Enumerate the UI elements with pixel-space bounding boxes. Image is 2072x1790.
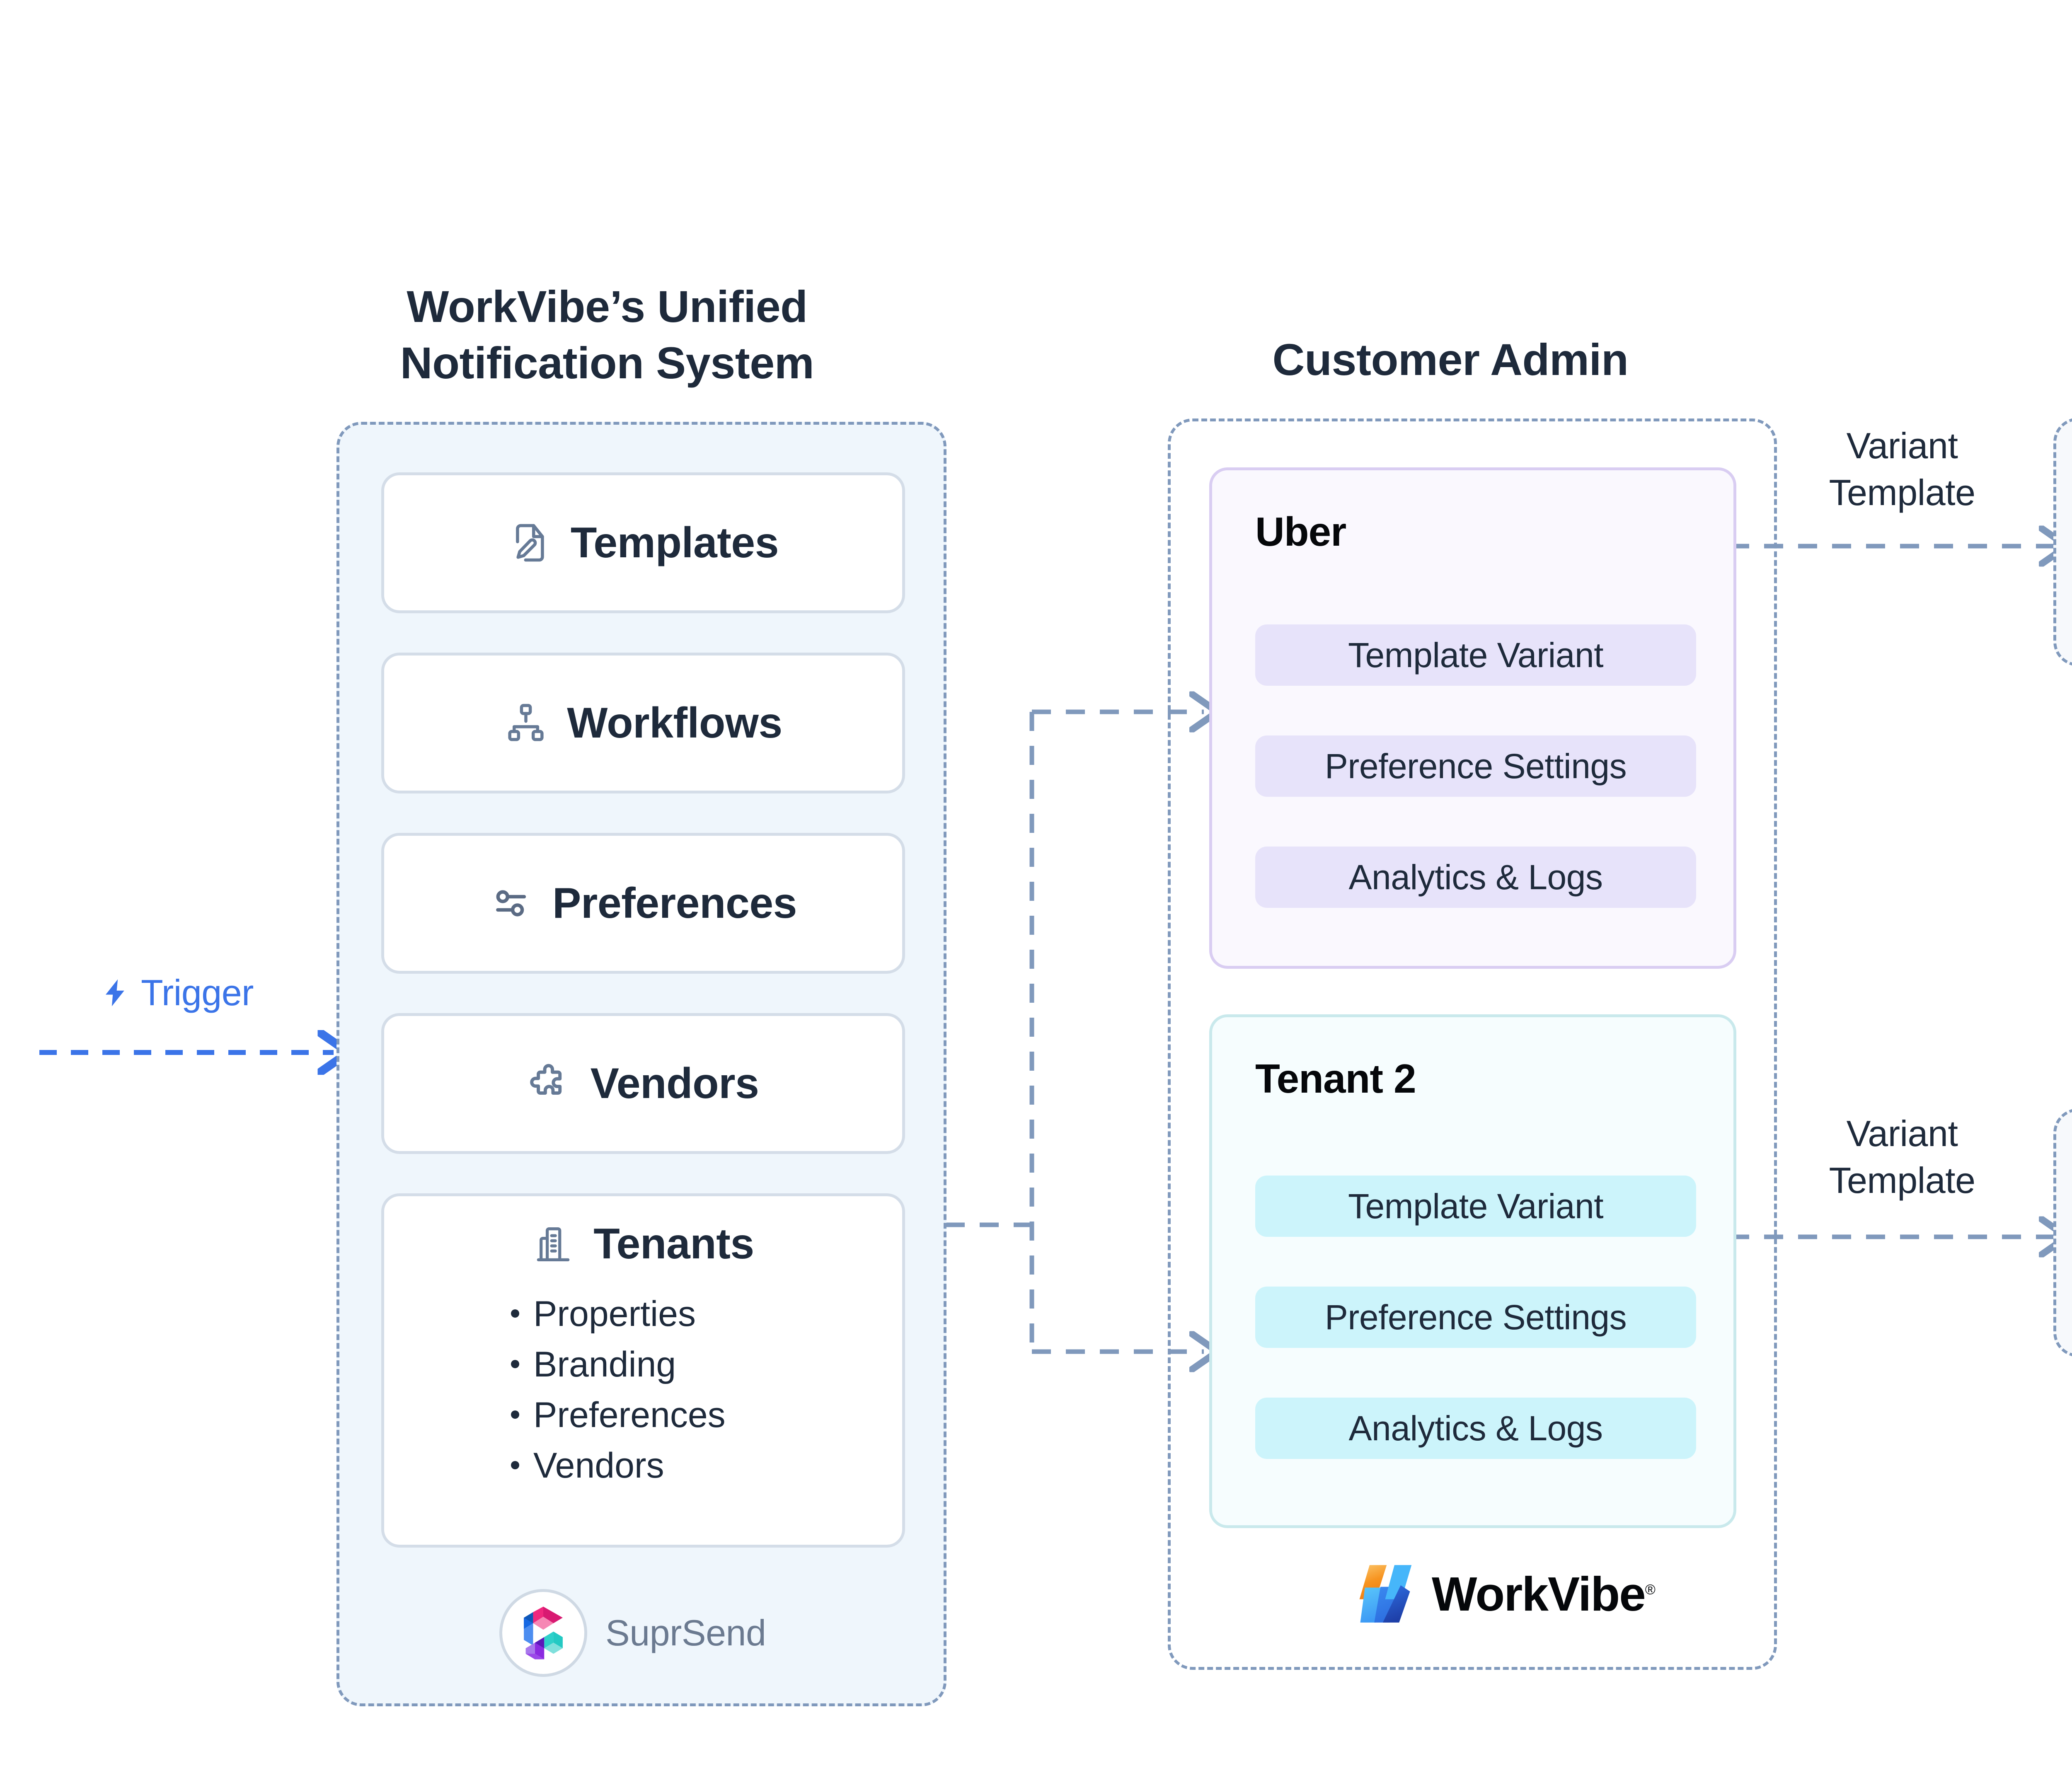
registered-trademark-icon: ® bbox=[1645, 1581, 1656, 1597]
feature-label: Workflows bbox=[567, 699, 782, 747]
tenant-chip-template-variant[interactable]: Template Variant bbox=[1255, 624, 1696, 686]
edge-label-variant-template-a: Variant Template bbox=[1778, 423, 2026, 516]
tenants-sublist: Properties Branding Preferences Vendors bbox=[511, 1289, 726, 1491]
admin-column-title: Customer Admin bbox=[1272, 334, 1629, 385]
workvibe-brand-label: WorkVibe® bbox=[1432, 1566, 1656, 1622]
tenants-sublist-item: Properties bbox=[511, 1289, 726, 1339]
tenants-sublist-item: Vendors bbox=[511, 1440, 726, 1491]
sitemap-icon bbox=[504, 701, 548, 745]
edge-label-line: Variant bbox=[1846, 425, 1958, 466]
feature-card-vendors[interactable]: Vendors bbox=[381, 1013, 905, 1154]
puzzle-piece-icon bbox=[528, 1062, 571, 1105]
feature-label: Vendors bbox=[590, 1059, 759, 1108]
sliders-icon bbox=[489, 881, 533, 925]
tenants-label: Tenants bbox=[593, 1220, 754, 1268]
trigger-label-text: Trigger bbox=[141, 972, 254, 1013]
feature-card-templates[interactable]: Templates bbox=[381, 472, 905, 613]
workvibe-brand: WorkVibe® bbox=[1357, 1559, 1656, 1629]
feature-label: Preferences bbox=[552, 879, 797, 927]
tenant-chip-preference-settings[interactable]: Preference Settings bbox=[1255, 735, 1696, 797]
suprsend-logo-icon bbox=[499, 1589, 587, 1677]
tenant-chip-analytics-logs[interactable]: Analytics & Logs bbox=[1255, 847, 1696, 908]
employee-a-panel bbox=[2053, 418, 2072, 666]
platform-column-title: WorkVibe’s Unified Notification System bbox=[400, 281, 814, 388]
document-pencil-icon bbox=[508, 521, 552, 565]
admin-panel bbox=[1168, 418, 1777, 1670]
tenant-name: Tenant 2 bbox=[1255, 1056, 1416, 1101]
feature-label: Templates bbox=[570, 518, 779, 567]
tenant-card-uber[interactable]: Uber Template Variant Preference Setting… bbox=[1209, 467, 1736, 969]
trigger-label: Trigger bbox=[99, 972, 254, 1014]
suprsend-brand-label: SuprSend bbox=[605, 1612, 766, 1653]
tenant-chip-template-variant[interactable]: Template Variant bbox=[1255, 1176, 1696, 1237]
employee-b-column-title: Employee B bbox=[2039, 1021, 2072, 1078]
feature-card-tenants[interactable]: Tenants Properties Branding Preferences … bbox=[381, 1193, 905, 1548]
edge-label-line: Template bbox=[1829, 1159, 1975, 1201]
edge-label-line: Template bbox=[1829, 472, 1975, 513]
edge-label-variant-template-b: Variant Template bbox=[1778, 1110, 2026, 1204]
suprsend-brand: SuprSend bbox=[499, 1589, 766, 1677]
lightning-bolt-icon bbox=[99, 977, 132, 1009]
tenant-chip-preference-settings[interactable]: Preference Settings bbox=[1255, 1287, 1696, 1348]
tenant-card-tenant2[interactable]: Tenant 2 Template Variant Preference Set… bbox=[1209, 1014, 1736, 1528]
workvibe-brand-text: WorkVibe bbox=[1432, 1567, 1646, 1621]
edge-label-line: Variant bbox=[1846, 1113, 1958, 1154]
feature-card-workflows[interactable]: Workflows bbox=[381, 653, 905, 793]
tenant-name: Uber bbox=[1255, 509, 1346, 554]
feature-card-preferences[interactable]: Preferences bbox=[381, 833, 905, 974]
tenants-sublist-item: Preferences bbox=[511, 1390, 726, 1440]
employee-b-panel bbox=[2053, 1108, 2072, 1357]
employee-a-column-title: Employee A bbox=[2039, 331, 2072, 388]
tenants-sublist-item: Branding bbox=[511, 1339, 726, 1390]
tenant-chip-analytics-logs[interactable]: Analytics & Logs bbox=[1255, 1398, 1696, 1459]
building-icon bbox=[532, 1223, 574, 1265]
workvibe-logo-icon bbox=[1357, 1559, 1419, 1629]
